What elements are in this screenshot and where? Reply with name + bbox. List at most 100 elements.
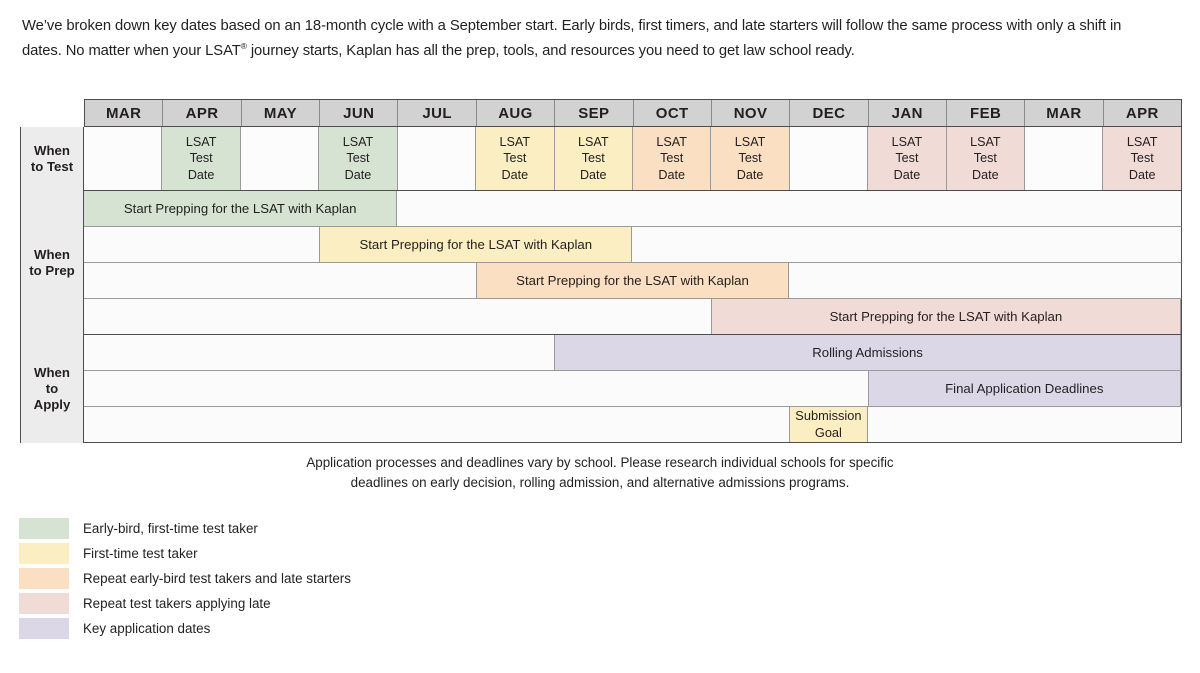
- month-header-oct-7: OCT: [634, 100, 712, 126]
- prep-bar-start-prepping-for-the-lsat-with-kaplan-1: Start Prepping for the LSAT with Kaplan: [319, 227, 633, 262]
- legend-item-3: Repeat test takers applying late: [19, 591, 399, 616]
- legend-label-3: Repeat test takers applying late: [83, 596, 271, 611]
- test-cell-line-2: Date: [187, 167, 215, 182]
- test-cell-line-0: LSAT: [1126, 134, 1158, 149]
- prep-bar-label: Start Prepping for the LSAT with Kaplan: [123, 201, 357, 216]
- test-cell-line-0: LSAT: [656, 134, 687, 149]
- band-when-to-prep: When to Prep Start Prepping for the LSAT…: [20, 191, 1182, 335]
- test-cell-line-1: Test: [503, 151, 527, 166]
- legend-swatch-purple: [19, 618, 69, 639]
- prep-row-3: Start Prepping for the LSAT with Kaplan: [84, 299, 1182, 335]
- test-cell-empty-0: [84, 127, 163, 190]
- legend-item-1: First-time test taker: [19, 541, 399, 566]
- test-cell-line-1: Test: [738, 151, 762, 166]
- row-label-when-to-apply-line1: When: [34, 365, 70, 380]
- footnote-line-1: Application processes and deadlines vary…: [306, 455, 894, 470]
- month-header-may-2: MAY: [242, 100, 321, 126]
- footnote-line-2: deadlines on early decision, rolling adm…: [350, 475, 850, 490]
- row-label-when-to-prep-line2: to Prep: [29, 263, 75, 278]
- row-label-when-to-test-line2: to Test: [30, 159, 74, 174]
- legend-item-0: Early-bird, first-time test taker: [19, 516, 399, 541]
- prep-row-2: Start Prepping for the LSAT with Kaplan: [84, 263, 1182, 299]
- intro-line-1: We’ve broken down key dates based on an …: [22, 18, 1003, 34]
- test-cell-line-2: Date: [972, 167, 999, 182]
- registered-mark: ®: [240, 41, 247, 52]
- test-cell-line-2: Date: [344, 167, 372, 182]
- month-header-apr-1: APR: [163, 100, 242, 126]
- test-cell-line-2: Date: [893, 167, 921, 182]
- test-cell-empty-12: [1025, 127, 1104, 190]
- footnote: Application processes and deadlines vary…: [0, 453, 1200, 493]
- test-cell-line-2: Date: [658, 167, 685, 182]
- row-label-when-to-apply: When to Apply: [20, 335, 84, 443]
- test-cell-line-0: LSAT: [970, 134, 1001, 149]
- month-header-feb-11: FEB: [947, 100, 1026, 126]
- row-label-when-to-apply-line3: Apply: [33, 397, 71, 412]
- row-label-when-to-test-line1: When: [34, 143, 70, 158]
- month-header-mar-12: MAR: [1025, 100, 1104, 126]
- intro-line-2a: with only a shift in dates. No matter wh…: [22, 18, 1122, 59]
- prep-bar-label: Start Prepping for the LSAT with Kaplan: [359, 237, 593, 252]
- legend-label-1: First-time test taker: [83, 546, 198, 561]
- row-label-when-to-apply-line2: to: [45, 381, 59, 396]
- test-cell-line-2: Date: [579, 167, 607, 182]
- apply-row-1: Final Application Deadlines: [84, 371, 1182, 407]
- test-cell-line-0: LSAT: [499, 134, 531, 149]
- test-cell-line-2: Date: [1128, 167, 1156, 182]
- legend-swatch-green: [19, 518, 69, 539]
- month-header-sep-6: SEP: [555, 100, 634, 126]
- test-cell-line-0: LSAT: [185, 134, 217, 149]
- row-label-when-to-prep: When to Prep: [20, 191, 84, 335]
- test-cell-line-0: LSAT: [342, 134, 374, 149]
- test-cell-line-2: Date: [736, 167, 764, 182]
- apply-bar-label: Final Application Deadlines: [945, 381, 1104, 396]
- row-label-when-to-prep-line1: When: [34, 247, 70, 262]
- legend-label-4: Key application dates: [83, 621, 211, 636]
- test-cell-empty-4: [397, 127, 477, 190]
- test-cell-line-0: LSAT: [577, 134, 609, 149]
- month-header-jun-3: JUN: [320, 100, 399, 126]
- test-cell-line-1: Test: [660, 151, 684, 166]
- month-header-dec-9: DEC: [790, 100, 869, 126]
- legend-swatch-pink: [19, 593, 69, 614]
- intro-paragraph: We’ve broken down key dates based on an …: [22, 14, 1142, 64]
- month-header-nov-8: NOV: [712, 100, 791, 126]
- row-label-when-to-test: When to Test: [20, 127, 84, 191]
- month-header-mar-0: MAR: [85, 100, 164, 126]
- apply-bar-line-1: Submission: [795, 408, 862, 423]
- month-header-jul-4: JUL: [398, 100, 477, 126]
- prep-bar-start-prepping-for-the-lsat-with-kaplan-0: Start Prepping for the LSAT with Kaplan: [84, 191, 398, 226]
- apply-bar-final-application-deadlines-1: Final Application Deadlines: [867, 371, 1181, 406]
- prep-bar-start-prepping-for-the-lsat-with-kaplan-3: Start Prepping for the LSAT with Kaplan: [710, 299, 1181, 334]
- legend-item-4: Key application dates: [19, 616, 399, 641]
- prep-bar-start-prepping-for-the-lsat-with-kaplan-2: Start Prepping for the LSAT with Kaplan: [475, 263, 790, 298]
- test-cell-line-1: Test: [581, 151, 605, 166]
- legend-swatch-orange: [19, 568, 69, 589]
- test-cell-line-1: Test: [1130, 151, 1154, 166]
- month-header-apr-13: APR: [1125, 104, 1159, 122]
- apply-bar-line-2: Goal: [814, 424, 842, 440]
- test-cell-line-1: Test: [346, 151, 370, 166]
- apply-row-0: Rolling Admissions: [84, 335, 1182, 371]
- month-header-aug-5: AUG: [477, 100, 556, 126]
- prep-row-0: Start Prepping for the LSAT with Kaplan: [84, 191, 1182, 227]
- apply-bar-rolling-admissions-0: Rolling Admissions: [554, 335, 1181, 370]
- prep-bar-label: Start Prepping for the LSAT with Kaplan: [516, 273, 749, 288]
- test-cell-empty-2: [240, 127, 320, 190]
- test-cell-line-0: LSAT: [891, 134, 923, 149]
- test-cell-line-1: Test: [895, 151, 919, 166]
